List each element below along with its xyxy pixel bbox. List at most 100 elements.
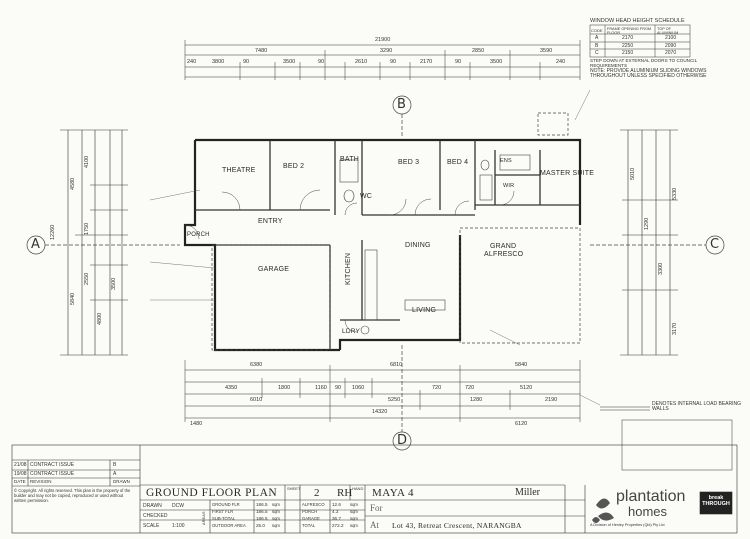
dim-top2: 2610: [355, 59, 368, 65]
dim-bottom2: 720: [465, 385, 475, 391]
window-top: 2100: [665, 35, 677, 41]
dim-right: 5330: [672, 187, 678, 200]
dim-bottom4: 6120: [515, 421, 528, 427]
dim-top: 2850: [472, 48, 485, 54]
dim-top2: 2170: [420, 59, 433, 65]
window-code: A: [595, 35, 599, 41]
window-schedule-header: CODE: [591, 28, 603, 33]
window-schedule-header: FRAME OPENING FROM FLOOR: [607, 27, 652, 35]
dim-bottom-total: 14320: [372, 409, 388, 415]
dim-right: 1290: [644, 217, 650, 230]
window-frame: 2170: [622, 35, 634, 41]
area-value: 25.0: [256, 523, 265, 528]
dim-left-inner: 3500: [111, 277, 117, 290]
area-unit: sqm: [272, 509, 280, 514]
scale-label: SCALE: [143, 523, 160, 529]
dim-bottom: 6810: [390, 362, 403, 368]
area-unit: sqm: [272, 516, 280, 521]
drawn-value: DCW: [172, 503, 184, 509]
checked-label: CHECKED: [143, 513, 168, 519]
area2-name: ALFRESCO: [302, 502, 325, 507]
design-name: MAYA 4: [372, 487, 415, 499]
window-schedule-note: STEP DOWN AT EXTERNAL DOORS TO COUNCIL R…: [590, 58, 697, 69]
dim-top2: 3800: [212, 59, 225, 65]
window-top: 2070: [665, 50, 677, 56]
revision-desc: CONTRACT ISSUE: [30, 471, 75, 477]
dim-right: 3300: [658, 262, 664, 275]
revision-drawn: B: [113, 462, 117, 468]
aluminium-window-note: NOTE: PROVIDE ALUMINIUM SLIDING WINDOWS …: [590, 68, 707, 80]
load-bearing-legend: DENOTES INTERNAL LOAD BEARING WALLS: [652, 401, 741, 413]
drawn-label: DRAWN: [143, 503, 162, 509]
room-label-wir: WIR: [503, 183, 515, 189]
room-label-ldry: LDRY: [342, 328, 361, 335]
dim-bottom3: 5250: [388, 397, 401, 403]
room-label-dining: DINING: [405, 242, 431, 249]
brand-subtext: A Division of Henley Properties (Qld) Pt…: [590, 523, 665, 527]
dim-bottom3: 6010: [250, 397, 263, 403]
revision-date: 21/08: [14, 462, 27, 468]
dim-bottom: 6380: [250, 362, 263, 368]
room-label-ens: ENS: [500, 158, 512, 164]
revision-date: 19/08: [14, 471, 27, 477]
dim-top2: 90: [455, 59, 462, 65]
window-schedule-header: TOP OF ALUMINIUM: [657, 27, 679, 35]
for-label: For: [370, 503, 383, 513]
window-frame: 2150: [622, 50, 634, 56]
dim-bottom: 5840: [515, 362, 528, 368]
room-label-porch: PORCH: [187, 232, 210, 238]
dim-bottom2: 5120: [520, 385, 533, 391]
area-value: 186.5: [256, 509, 268, 514]
plan-title: GROUND FLOOR PLAN: [146, 487, 278, 499]
window-top: 2090: [665, 43, 677, 49]
brand-name: plantation: [616, 488, 686, 505]
dim-left: 4580: [70, 177, 76, 190]
area2-value: 12.6: [332, 502, 341, 507]
window-schedule-title: WINDOW HEAD HEIGHT SCHEDULE: [590, 18, 685, 24]
grid-marker-d: D: [397, 433, 408, 448]
site-address: Lot 43, Retreat Crescent, NARANGBA: [392, 521, 522, 530]
area-value: 186.5: [256, 516, 268, 521]
room-label-bath: BATH: [340, 156, 359, 163]
area2-unit: sqm: [350, 516, 358, 521]
dim-left-total: 12260: [50, 224, 56, 240]
area-name: SUB-TOTAL: [212, 516, 236, 521]
area2-unit: sqm: [350, 502, 358, 507]
copyright-note: © Copyright. All rights reserved. This p…: [14, 488, 131, 503]
dim-top2: 90: [243, 59, 250, 65]
room-label-grand: GRAND: [490, 243, 517, 250]
room-label-bed3: BED 3: [398, 159, 420, 166]
hand-label: HAND: [352, 486, 364, 491]
revision-header: DRAWN: [113, 479, 130, 484]
room-label-garage: GARAGE: [258, 266, 290, 273]
dim-bottom3: 2190: [545, 397, 558, 403]
area-unit: sqm: [272, 523, 280, 528]
dim-right: 3170: [672, 322, 678, 335]
area-value: 186.5: [256, 502, 268, 507]
dim-top2: 3500: [283, 59, 296, 65]
dim-bottom2: 1160: [315, 385, 327, 391]
dim-bottom2: 4350: [225, 385, 238, 391]
dim-top-total: 21900: [375, 37, 391, 43]
revision-header: REVISION: [30, 479, 52, 484]
room-label-entry: ENTRY: [258, 218, 283, 225]
revision-desc: CONTRACT ISSUE: [30, 462, 75, 468]
sheet-number: 2: [314, 487, 320, 499]
window-code: B: [595, 43, 599, 49]
revision-header: DATE: [14, 479, 26, 484]
dim-top2: 90: [318, 59, 325, 65]
scale-value: 1:100: [172, 523, 185, 529]
client-name: Miller: [515, 487, 540, 498]
dim-right: 5010: [630, 167, 636, 180]
area2-unit: sqm: [350, 523, 358, 528]
dim-top: 3590: [540, 48, 553, 54]
dim-bottom2: 1060: [352, 385, 365, 391]
dim-bottom2: 90: [335, 385, 342, 391]
room-label-living: LIVING: [412, 307, 437, 314]
dim-left-inner: 4800: [97, 312, 103, 325]
areas-label: AREAS: [201, 511, 206, 525]
room-label-master-suite: MASTER SUITE: [540, 170, 595, 177]
room-label-kitchen: KITCHEN: [345, 252, 352, 285]
